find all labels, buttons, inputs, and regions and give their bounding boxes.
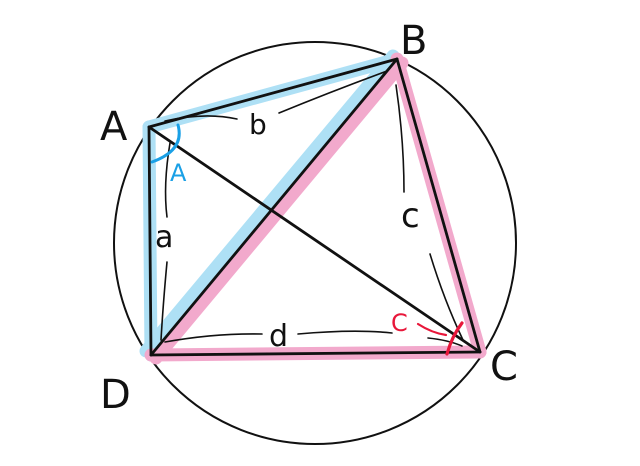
side-braces [160, 70, 464, 347]
quadrilateral-lines [147, 57, 482, 357]
angle-c-pointer [416, 322, 448, 337]
side-label-a: a [155, 220, 173, 255]
side-da [147, 125, 153, 357]
brace-a-top [164, 142, 171, 218]
side-cd [149, 350, 482, 357]
vertex-label-a: A [100, 104, 128, 150]
angle-a-arc [150, 123, 181, 164]
brace-a-bottom [160, 261, 168, 341]
vertex-label-d: D [100, 372, 131, 418]
diagonal-ac [147, 125, 482, 354]
vertex-label-c: C [490, 344, 518, 390]
side-bc [395, 57, 482, 354]
side-label-b: b [249, 108, 267, 141]
brace-c-top [395, 84, 405, 193]
brace-d-right [297, 330, 393, 335]
side-label-d: d [269, 319, 288, 354]
highlight-diagonal-bd-pink [149, 56, 409, 365]
pink-triangle-highlight [144, 52, 487, 365]
brace-d-end [427, 337, 463, 347]
highlight-diagonal-bd-blue [139, 49, 400, 358]
blue-triangle-highlight [139, 49, 404, 362]
vertex-label-b: B [400, 18, 427, 64]
brace-b-right [278, 70, 388, 114]
side-ab [147, 57, 399, 129]
side-label-c: c [401, 196, 420, 236]
angle-label-c: C [391, 309, 408, 337]
angle-label-a: A [170, 159, 187, 187]
diagonal-bd [149, 57, 399, 357]
brace-b-left [164, 115, 238, 122]
brace-c-bottom [429, 253, 464, 341]
circumcircle [113, 41, 517, 445]
angle-c-arc [445, 321, 464, 356]
brace-d-left [164, 333, 263, 343]
